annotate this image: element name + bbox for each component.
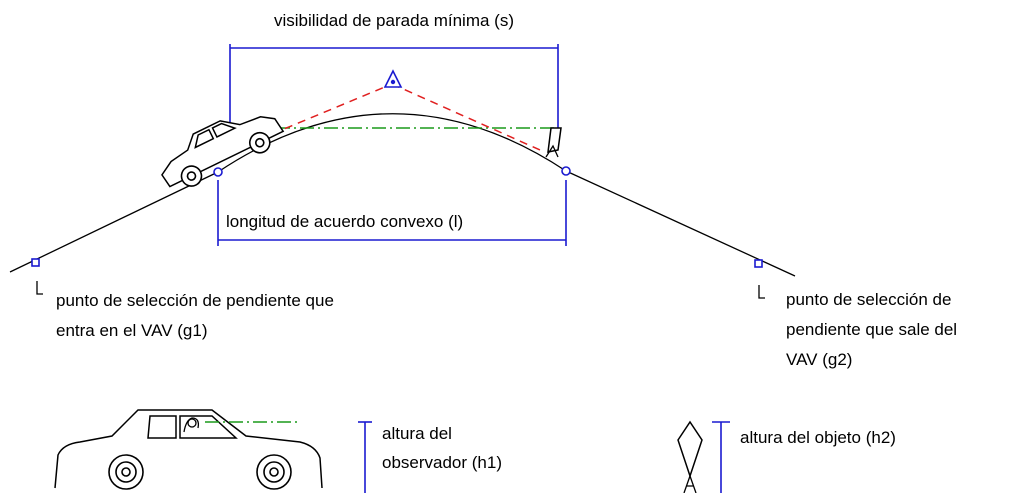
grade-point-in	[31, 258, 43, 295]
crest-length-label: longitud de acuerdo convexo (l)	[226, 212, 463, 231]
grade-in-label-line2: entra en el VAV (g1)	[56, 321, 208, 340]
object-height-icon	[677, 420, 703, 493]
grade-point-out	[754, 259, 765, 299]
sight-distance-dimension	[229, 44, 559, 128]
grade-out-label-line3: VAV (g2)	[786, 350, 852, 369]
object-on-curve-icon	[545, 127, 562, 158]
sight-ray-right	[391, 83, 541, 151]
grade-in-label-line1: punto de selección de pendiente que	[56, 291, 334, 310]
car-on-curve-icon	[161, 116, 285, 188]
eye-height-label-line1: altura del	[382, 424, 452, 443]
pvc-point	[213, 167, 223, 177]
grade-out-label-line2: pendiente que sale del	[786, 320, 957, 339]
apex-marker-icon	[383, 69, 403, 88]
curve-length-dimension	[217, 180, 567, 246]
grade-out-label-line1: punto de selección de	[786, 290, 951, 309]
observer-car-icon	[54, 409, 323, 490]
outgoing-grade-line	[565, 170, 796, 277]
object-height-label: altura del objeto (h2)	[740, 428, 896, 447]
eye-height-label-line2: observador (h1)	[382, 453, 502, 472]
incoming-grade-line	[9, 171, 219, 273]
road-profile	[9, 113, 796, 277]
pvt-point	[561, 166, 571, 176]
stopping-sight-label: visibilidad de parada mínima (s)	[274, 11, 514, 30]
eye-height-dimension	[358, 421, 372, 493]
object-height-dimension	[712, 421, 730, 493]
sight-ray-left	[271, 83, 393, 135]
